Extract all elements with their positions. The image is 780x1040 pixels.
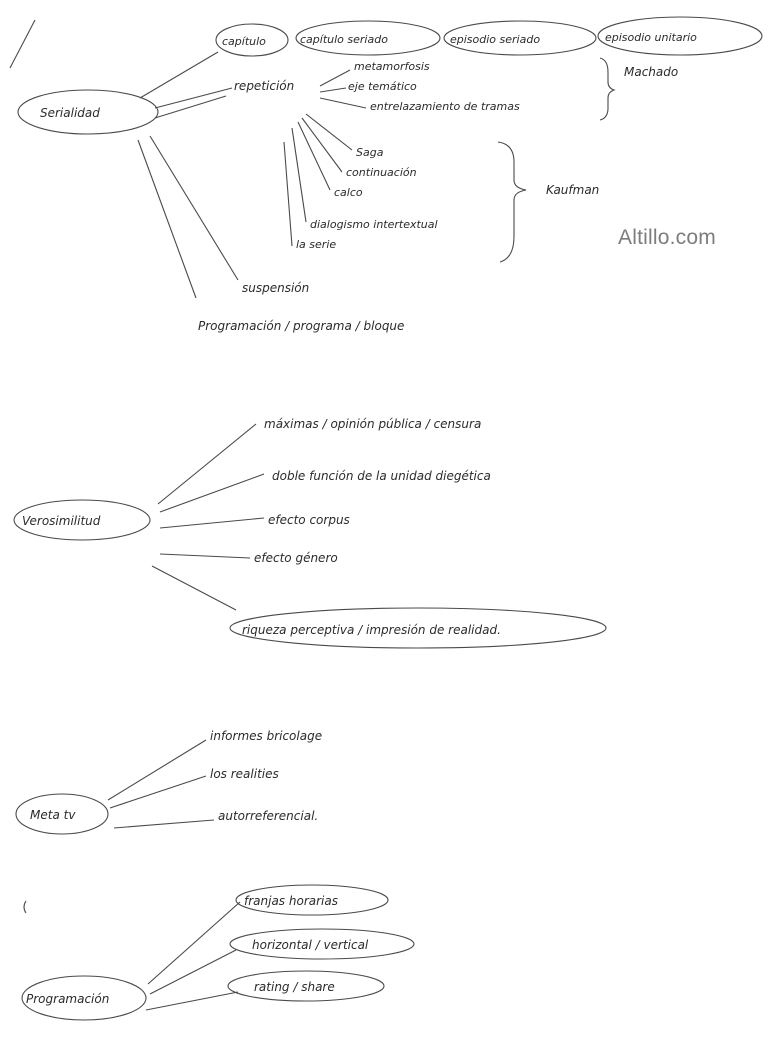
verosimilitud-center-oval — [13, 499, 151, 541]
stray-pen-mark — [23, 900, 27, 914]
serialidad-center-label: Serialidad — [40, 106, 100, 120]
verosimilitud-item: efecto corpus — [268, 513, 350, 527]
capitulo-oval — [215, 23, 289, 57]
connector-line — [291, 127, 307, 223]
kaufman-item: Saga — [356, 146, 384, 159]
altillo-watermark: Altillo.com — [618, 226, 716, 249]
top-box-episodio-seriado: episodio seriado — [450, 33, 540, 46]
suspension-label: suspensión — [242, 281, 309, 295]
connector-line — [157, 423, 257, 505]
episodio-unitario-oval — [597, 16, 763, 56]
top-box-capitulo: capítulo — [222, 35, 266, 48]
programacion-map: Programación franjas horarias horizontal… — [21, 884, 415, 1021]
rating-share-oval — [227, 970, 385, 1002]
repeticion-item: entrelazamiento de tramas — [370, 100, 520, 113]
connector-line — [149, 949, 237, 995]
connector-line — [283, 141, 293, 247]
kaufman-label: Kaufman — [546, 183, 599, 197]
verosimilitud-center-label: Verosimilitud — [22, 514, 101, 528]
verosimilitud-item: efecto género — [254, 551, 338, 565]
connector-line — [154, 87, 233, 109]
kaufman-item: continuación — [346, 166, 417, 179]
connector-line — [147, 901, 241, 985]
verosimilitud-item: máximas / opinión pública / censura — [264, 417, 481, 431]
connector-line — [107, 739, 207, 801]
connector-line — [319, 87, 347, 93]
capitulo-seriado-oval — [295, 20, 441, 56]
connector-line — [319, 97, 367, 109]
repeticion-item: metamorfosis — [354, 60, 430, 73]
connector-line — [305, 113, 353, 151]
repeticion-label: repetición — [234, 79, 294, 93]
franjas-horarias-oval — [235, 884, 389, 916]
connector-line — [149, 135, 239, 281]
riqueza-perceptiva-oval — [229, 607, 607, 649]
connector-line — [319, 69, 351, 87]
programacion-item: rating / share — [254, 980, 335, 994]
metatv-item: informes bricolage — [210, 729, 322, 743]
verosimilitud-item: riqueza perceptiva / impresión de realid… — [242, 623, 501, 637]
connector-line — [109, 775, 207, 809]
verosimilitud-map: Verosimilitud máximas / opinión pública … — [13, 417, 607, 649]
top-box-episodio-unitario: episodio unitario — [605, 31, 697, 44]
connector-line — [137, 139, 197, 299]
verosimilitud-item: doble función de la unidad diegética — [272, 469, 491, 483]
stray-pen-mark — [9, 19, 36, 69]
machado-brace — [599, 57, 616, 121]
metatv-item: los realities — [210, 767, 279, 781]
connector-line — [139, 51, 219, 99]
repeticion-item: eje temático — [348, 80, 417, 93]
connector-line — [159, 473, 265, 513]
connector-line — [301, 117, 343, 173]
machado-label: Machado — [624, 65, 678, 79]
programacion-item: horizontal / vertical — [252, 938, 369, 952]
episodio-seriado-oval — [443, 20, 597, 56]
connector-line — [145, 991, 239, 1011]
kaufman-item: la serie — [296, 238, 336, 251]
serialidad-center-oval — [17, 89, 159, 135]
metatv-center-oval — [15, 793, 109, 835]
connector-line — [113, 819, 215, 829]
programacion-programa-bloque-label: Programación / programa / bloque — [198, 319, 404, 333]
kaufman-brace — [497, 141, 527, 263]
connector-line — [151, 565, 237, 611]
programacion-center-label: Programación — [26, 992, 109, 1006]
programacion-item: franjas horarias — [244, 894, 338, 908]
connector-line — [154, 95, 227, 119]
top-box-capitulo-seriado: capítulo seriado — [300, 33, 388, 46]
horizontal-vertical-oval — [229, 928, 415, 960]
metatv-center-label: Meta tv — [30, 808, 76, 822]
programacion-center-oval — [21, 975, 147, 1021]
metatv-map: Meta tv informes bricolage los realities… — [15, 729, 322, 835]
connector-line — [159, 553, 251, 559]
kaufman-item: calco — [334, 186, 363, 199]
connector-line — [297, 121, 331, 191]
connector-line — [159, 517, 265, 529]
kaufman-item: dialogismo intertextual — [310, 218, 438, 231]
metatv-item: autorreferencial. — [218, 809, 318, 823]
serialidad-map: Serialidad capítulo capítulo seriado epi… — [17, 16, 763, 333]
